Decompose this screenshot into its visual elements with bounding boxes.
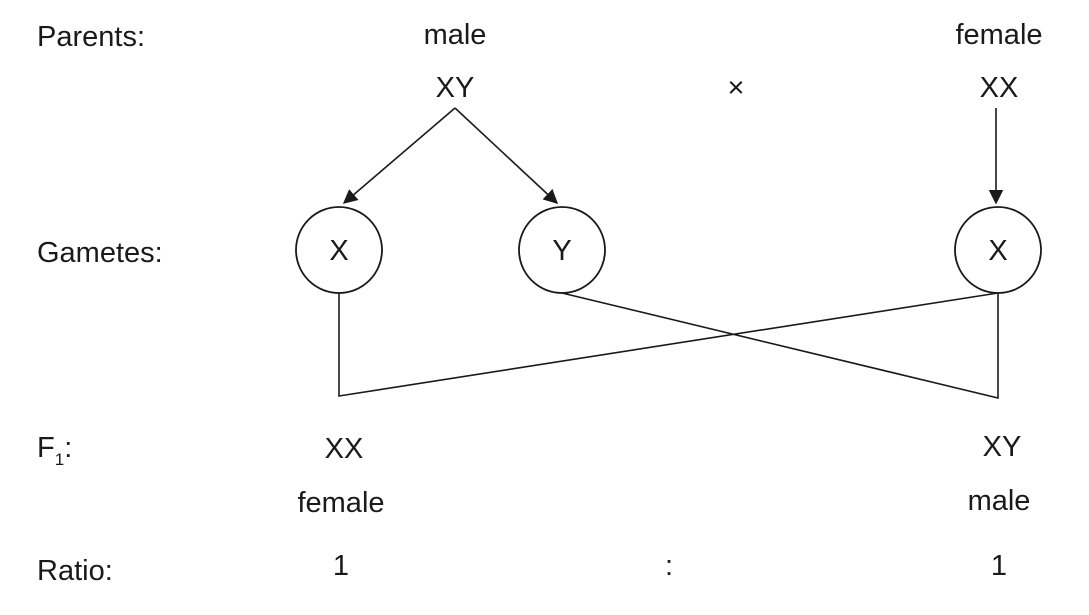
- row-label-f1: F1:: [37, 432, 72, 469]
- gamete-label-male-x: X: [329, 235, 348, 267]
- gamete-circle-male-y: [518, 206, 606, 294]
- row-label-gametes: Gametes:: [37, 237, 163, 269]
- row-label-parents: Parents:: [37, 21, 145, 53]
- line-male-x-to-xx: [338, 292, 999, 397]
- gamete-circle-male-x: [295, 206, 383, 294]
- ratio-separator: :: [665, 550, 673, 582]
- offspring-genotype-xx: XX: [325, 433, 364, 465]
- gamete-label-female-x: X: [988, 235, 1007, 267]
- ratio-left-value: 1: [333, 550, 349, 582]
- f1-colon: :: [64, 432, 72, 464]
- arrow-male-to-y-gamete: [454, 107, 559, 204]
- female-parent-label: female: [955, 19, 1042, 51]
- gamete-circle-female-x: [954, 206, 1042, 294]
- f1-subscript: 1: [55, 450, 64, 469]
- male-parent-genotype: XY: [436, 72, 475, 104]
- ratio-right-value: 1: [991, 550, 1007, 582]
- female-parent-genotype: XX: [980, 72, 1019, 104]
- male-parent-label: male: [424, 19, 487, 51]
- offspring-genotype-xy: XY: [983, 431, 1022, 463]
- row-label-ratio: Ratio:: [37, 555, 113, 587]
- offspring-sex-female: female: [297, 487, 384, 519]
- line-y-to-xy: [561, 292, 999, 400]
- gamete-label-male-y: Y: [552, 235, 571, 267]
- offspring-sex-male: male: [968, 485, 1031, 517]
- cross-symbol: ×: [728, 72, 745, 104]
- arrow-male-to-x-gamete: [342, 107, 456, 204]
- f1-letter: F: [37, 432, 55, 464]
